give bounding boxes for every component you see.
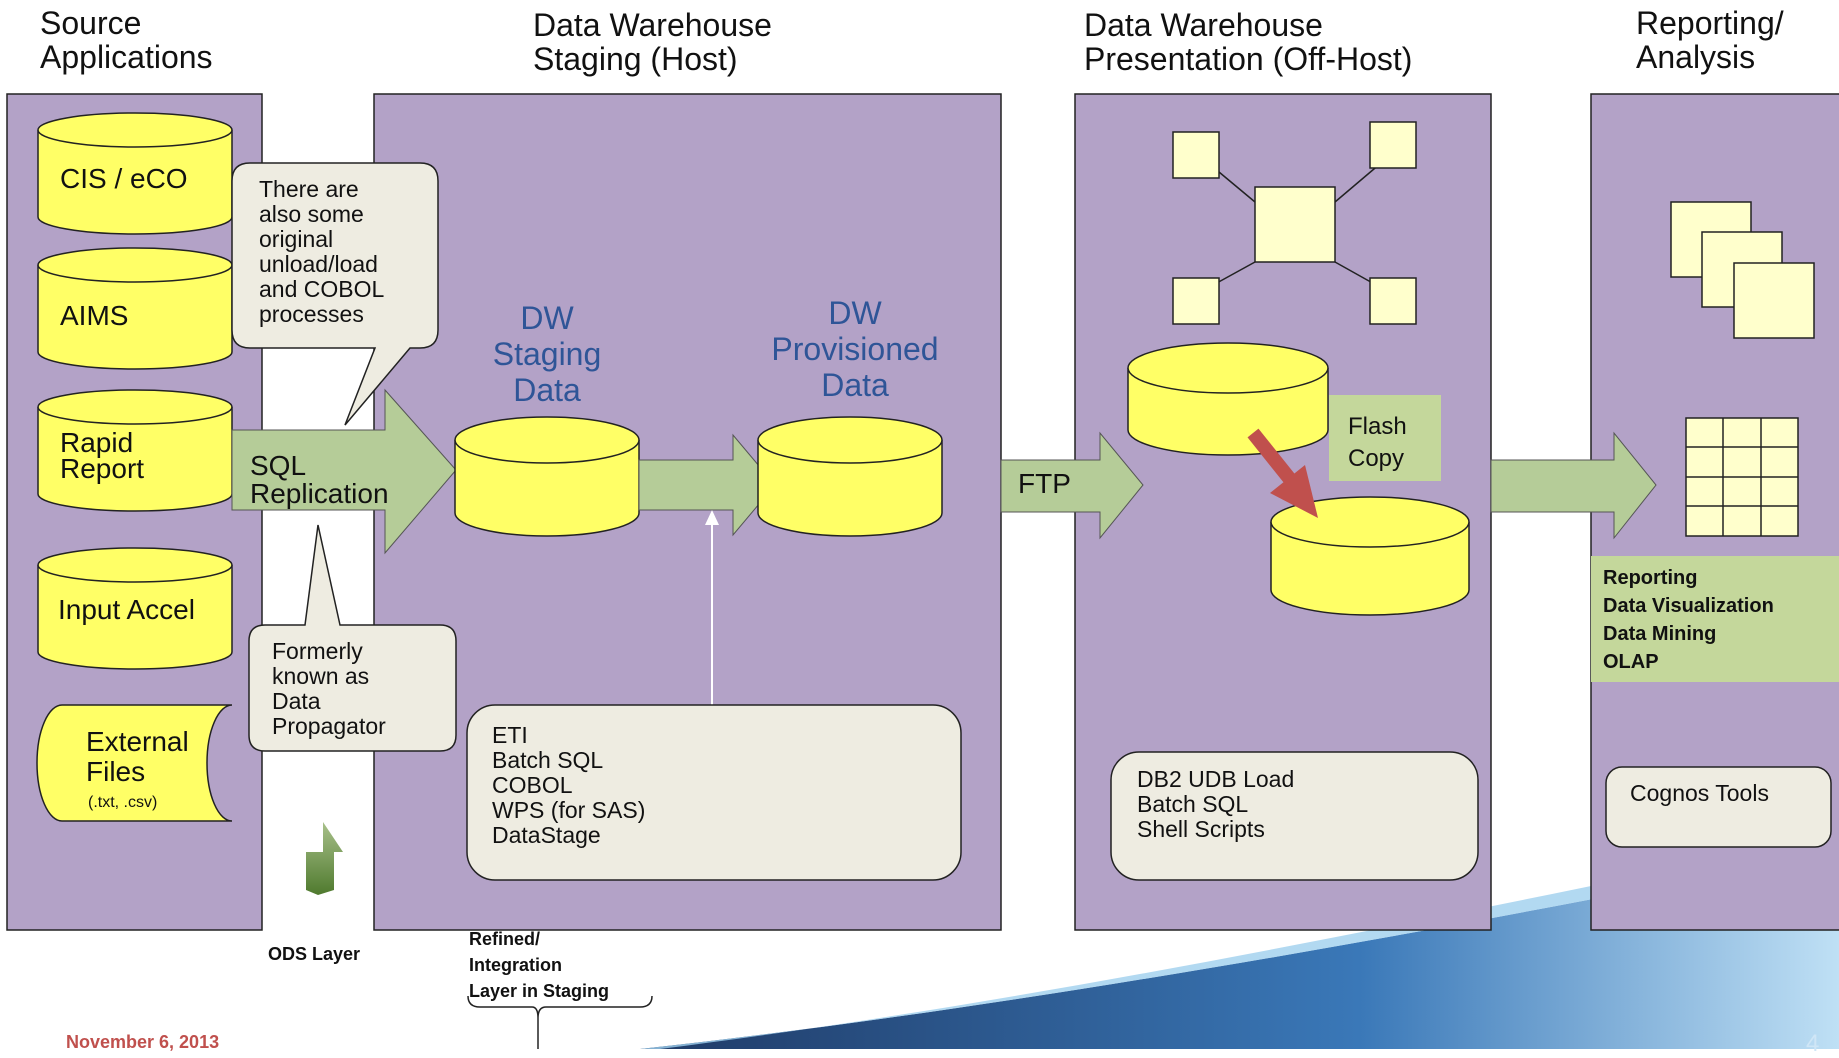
header-presentation: Data Warehouse Presentation (Off-Host) xyxy=(1084,7,1413,77)
reporting-arrow xyxy=(1490,431,1657,540)
cylinder-presentation-bottom xyxy=(1270,496,1470,616)
ods-layer-arrow xyxy=(306,822,343,895)
sql-replication-label: SQL Replication xyxy=(250,450,389,509)
tools-connector-arrowhead xyxy=(705,510,719,525)
header-staging: Data Warehouse Staging (Host) xyxy=(533,7,772,77)
callout-original-processes xyxy=(231,162,439,426)
refined-layer-label: Refined/ Integration Layer in Staging xyxy=(469,929,610,1001)
source-label-aims: AIMS xyxy=(60,300,129,331)
cylinder-presentation-top xyxy=(1127,342,1329,456)
page-number: 4 xyxy=(1806,1030,1820,1057)
staging-tools-box xyxy=(466,704,962,881)
dw-provisioned-data-label: DW Provisioned Data xyxy=(771,295,939,403)
presentation-tools-box xyxy=(1110,751,1479,881)
ftp-label: FTP xyxy=(1018,468,1071,499)
cylinder-aims xyxy=(37,247,233,370)
report-documents-icon xyxy=(1670,201,1815,339)
decorative-swoosh xyxy=(640,850,1839,1049)
staging-to-provisioned-arrow xyxy=(638,433,776,537)
staging-tools-text: ETI Batch SQL COBOL WPS (for SAS) DataSt… xyxy=(492,722,646,848)
reporting-capabilities-text: Reporting Data Visualization Data Mining… xyxy=(1603,567,1774,673)
source-label-rapid-report: Rapid Report xyxy=(60,427,145,484)
cylinder-dw-provisioned xyxy=(757,416,943,537)
header-reporting: Reporting/ Analysis xyxy=(1636,5,1784,75)
external-files-extension: (.txt, .csv) xyxy=(88,794,158,811)
cylinder-cis xyxy=(37,112,233,235)
flash-copy-box xyxy=(1329,395,1441,481)
cylinder-dw-staging xyxy=(454,416,640,537)
cylinder-rapid-report xyxy=(37,389,233,512)
dw-staging-data-label: DW Staging Data xyxy=(492,300,602,408)
header-source-applications: Source Applications xyxy=(40,5,213,75)
cylinder-input-accel xyxy=(37,547,233,670)
star-schema-icon xyxy=(1172,121,1417,325)
reporting-tools-box xyxy=(1605,766,1832,848)
source-label-cis: CIS / eCO xyxy=(60,163,188,194)
reporting-capabilities-box xyxy=(1591,556,1839,682)
external-files-shape xyxy=(36,704,233,822)
ftp-arrow xyxy=(1000,431,1144,540)
callout-formerly-text: Formerly known as Data Propagator xyxy=(272,638,386,739)
sql-replication-arrow xyxy=(231,388,457,555)
ods-layer-label: ODS Layer xyxy=(268,944,361,964)
external-files-title: External Files xyxy=(86,726,189,787)
table-grid-icon xyxy=(1685,417,1799,537)
callout-formerly-known xyxy=(248,524,457,752)
flash-copy-label: Flash Copy xyxy=(1348,413,1407,472)
callout-original-text: There are also some original unload/load… xyxy=(259,176,385,327)
footer-date: November 6, 2013 xyxy=(66,1032,220,1052)
source-label-input-accel: Input Accel xyxy=(58,594,195,625)
reporting-tools-text: Cognos Tools xyxy=(1630,780,1769,806)
presentation-tools-text: DB2 UDB Load Batch SQL Shell Scripts xyxy=(1137,766,1295,842)
flash-copy-arrow xyxy=(1247,428,1318,518)
